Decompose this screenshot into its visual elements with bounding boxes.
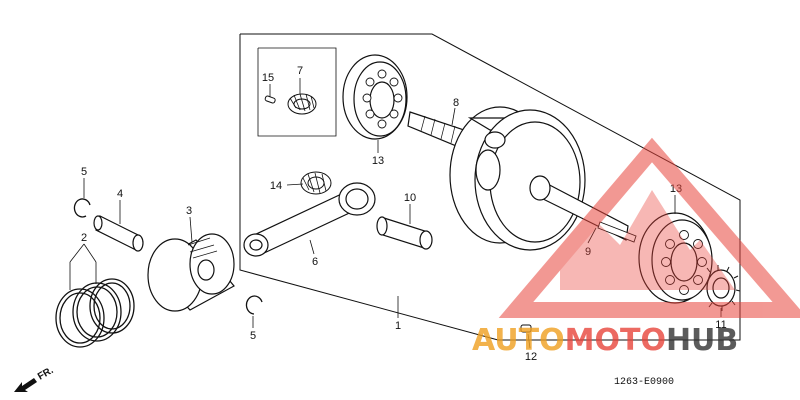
callout-15: 15 — [262, 72, 274, 84]
callout-4: 4 — [117, 188, 123, 200]
leader-lines — [69, 78, 722, 349]
callout-9: 9 — [585, 246, 591, 258]
callout-14: 14 — [270, 180, 282, 192]
part-8-crankshaft — [407, 106, 637, 251]
part-15-key — [264, 95, 276, 104]
assembly-outline — [239, 33, 741, 341]
callout-6: 6 — [312, 256, 318, 268]
callout-5-upper: 5 — [81, 166, 87, 178]
direction-label: FR. — [36, 365, 56, 383]
callout-8: 8 — [453, 97, 459, 109]
part-7-needle-bearing — [287, 93, 317, 115]
callout-1: 1 — [395, 320, 401, 332]
part-4-piston-pin — [93, 215, 144, 252]
part-13-ball-bearing-lower — [638, 212, 713, 304]
part-13-ball-bearing-upper — [342, 54, 408, 140]
callout-13-upper: 13 — [372, 155, 384, 167]
watermark-part-1: AUTO — [472, 323, 565, 358]
svg-text:AUTOMOTOHUB: AUTOMOTOHUB — [472, 323, 738, 358]
callout-7: 7 — [297, 65, 303, 77]
watermark-text: AUTOMOTOHUB — [472, 323, 738, 358]
part-2-piston-rings — [55, 278, 135, 348]
callout-2: 2 — [81, 232, 87, 244]
part-11-sprocket — [706, 265, 741, 311]
part-5-circlip-upper — [73, 198, 91, 218]
drawing-code: 1263-E0900 — [614, 377, 674, 388]
watermark-part-3: HUB — [666, 323, 738, 358]
callout-12: 12 — [525, 351, 537, 363]
part-10-crank-pin — [376, 216, 433, 250]
part-14-needle-bearing — [300, 171, 332, 195]
callout-3: 3 — [186, 205, 192, 217]
part-6-connecting-rod — [243, 182, 376, 257]
callout-5-lower: 5 — [250, 330, 256, 342]
callout-10: 10 — [404, 192, 416, 204]
callout-11: 11 — [715, 319, 726, 331]
watermark-logo — [498, 137, 800, 318]
front-direction-arrow: FR. — [14, 365, 56, 392]
watermark-part-2: MOTO — [565, 323, 666, 358]
part-12-key — [520, 324, 532, 333]
part-5-circlip-lower — [245, 295, 263, 315]
part-3-piston — [147, 233, 235, 312]
